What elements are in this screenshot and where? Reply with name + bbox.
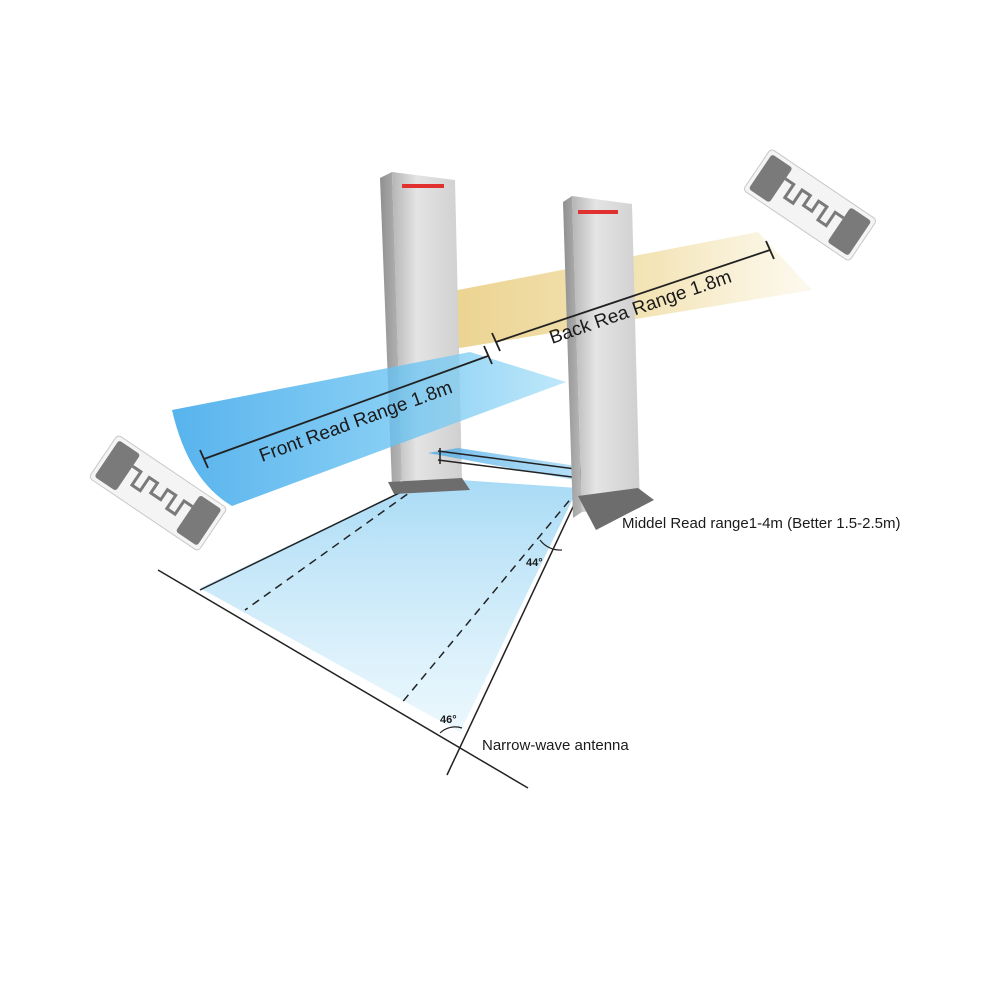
front-range-dimension: [199, 345, 493, 469]
floor-baseline: [157, 569, 529, 789]
left-beam-edge: [199, 477, 431, 591]
middle-range-line-top: [437, 450, 584, 471]
left-gate-base: [388, 478, 470, 494]
right-gate-panel: [563, 196, 654, 530]
right-beam-centerline: [399, 489, 579, 706]
right-gate-base: [578, 488, 654, 530]
right-beam-edge: [446, 491, 581, 776]
antenna-label: Narrow-wave antenna: [482, 737, 629, 754]
back-range-dimension: [491, 240, 775, 352]
middle-range-label: Middel Read range1-4m (Better 1.5-2.5m): [622, 515, 900, 532]
angle-right-label: 44°: [526, 557, 543, 569]
angle-left-label: 46°: [440, 714, 457, 726]
rfid-tag-right: [744, 149, 876, 261]
angle-arc-left: [439, 726, 463, 734]
right-gate-indicator-light: [578, 210, 618, 214]
floor-detection-zone: [157, 477, 581, 789]
left-gate-indicator-light: [402, 184, 444, 188]
middle-range-line-bottom: [437, 459, 581, 479]
left-beam-centerline: [244, 477, 431, 611]
angle-arc-right: [539, 539, 563, 551]
rfid-tag-left: [89, 435, 227, 551]
front-read-zone: [172, 352, 566, 506]
